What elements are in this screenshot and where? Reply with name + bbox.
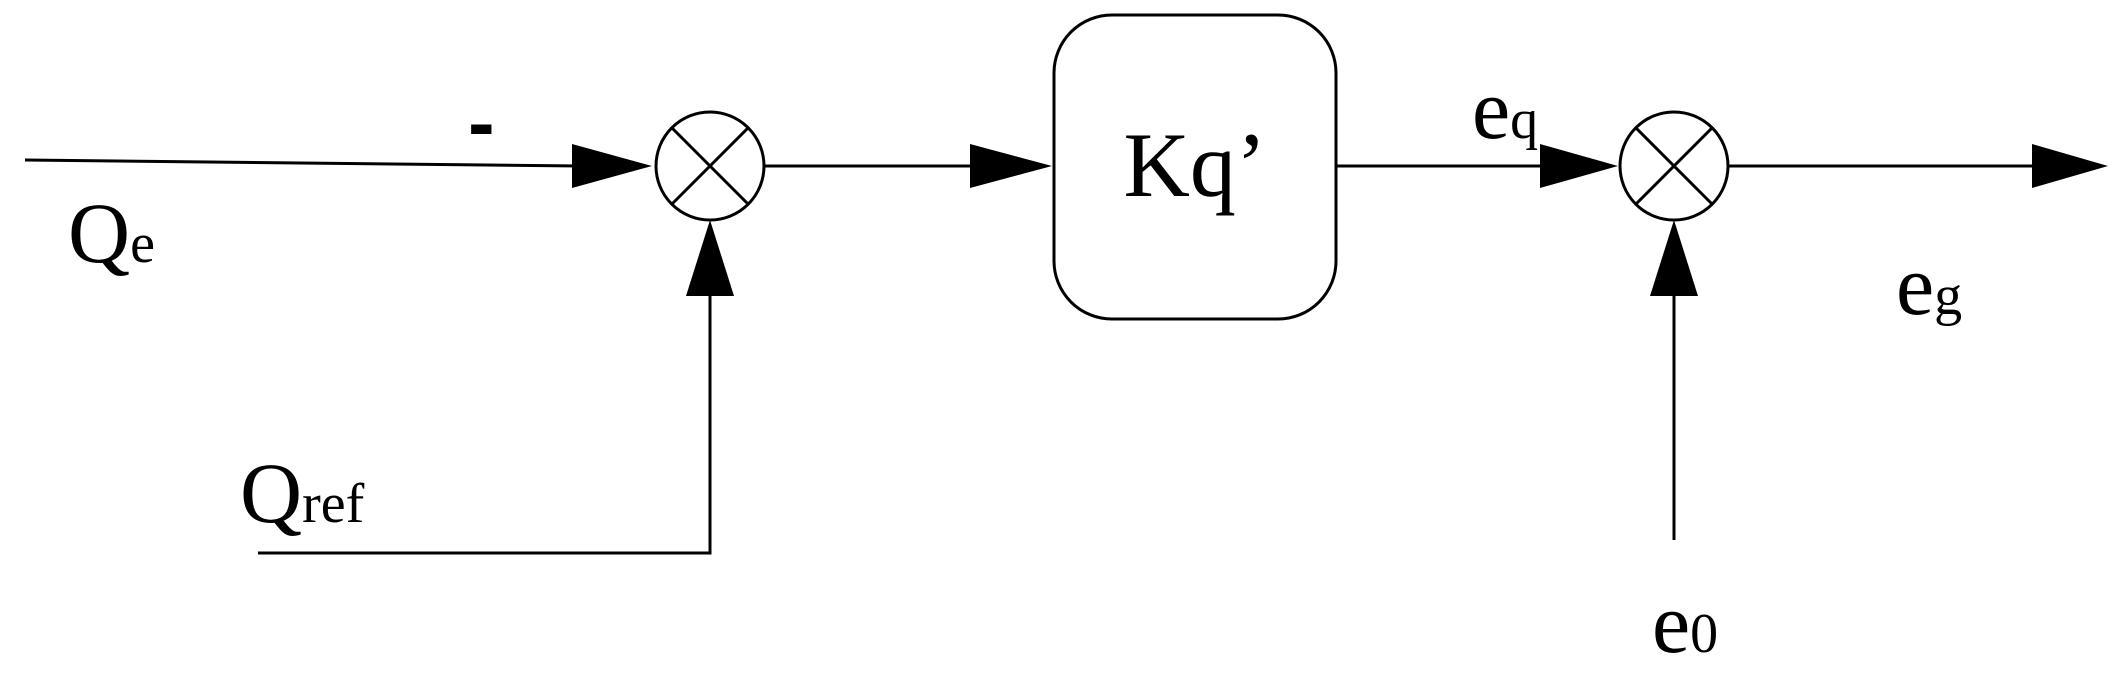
qe-label-main: Q xyxy=(68,185,130,281)
junction-1-cross-b xyxy=(670,126,750,206)
eq-arrowhead xyxy=(1540,144,1618,188)
qref-label: Qref xyxy=(240,445,365,541)
e0-label: e0 xyxy=(1652,575,1718,671)
gain-input-arrowhead xyxy=(970,144,1052,188)
gain-block-label: Kq’ xyxy=(1123,114,1266,216)
qe-input-line xyxy=(24,158,581,168)
eg-label-sub: g xyxy=(1934,265,1962,327)
eq-label: eq xyxy=(1472,61,1538,157)
e0-label-main: e xyxy=(1652,575,1690,671)
qe-label: Qe xyxy=(68,185,155,281)
eg-arrowhead xyxy=(2032,144,2108,188)
gain-block: Kq’ xyxy=(1052,13,1338,321)
junction-2-cross-b xyxy=(1634,126,1714,206)
e0-arrowhead xyxy=(1650,220,1698,296)
summing-junction-2 xyxy=(1618,110,1730,222)
qref-input-line xyxy=(258,280,712,555)
qe-arrowhead xyxy=(572,144,652,188)
eq-label-sub: q xyxy=(1510,89,1538,151)
e0-label-sub: 0 xyxy=(1690,603,1718,665)
eg-label-main: e xyxy=(1896,237,1934,333)
eq-label-main: e xyxy=(1472,61,1510,157)
qref-arrowhead xyxy=(686,220,734,296)
qref-label-main: Q xyxy=(240,445,302,541)
minus-sign: - xyxy=(468,78,495,167)
qref-label-sub: ref xyxy=(302,473,365,535)
eg-label: eg xyxy=(1896,237,1962,333)
summing-junction-1 xyxy=(654,110,766,222)
qe-label-sub: e xyxy=(130,213,155,275)
